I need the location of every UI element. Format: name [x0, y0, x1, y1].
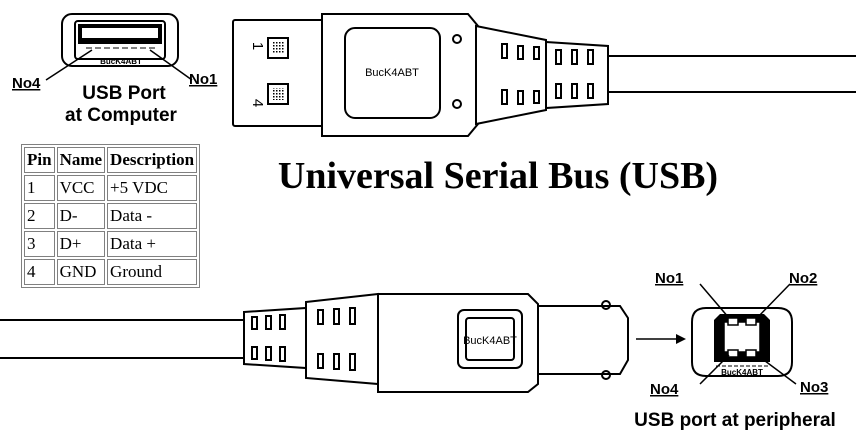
- table-row: 4 GND Ground: [24, 259, 198, 285]
- cell-description: +5 VDC: [107, 175, 198, 201]
- periph-pin2-label: No2: [789, 270, 817, 287]
- peripheral-port-brand: BucK4ABT: [721, 368, 763, 377]
- cell-pin: 4: [24, 259, 55, 285]
- usb-a-plug: [232, 13, 856, 137]
- plug-a-contact-4: [272, 88, 284, 100]
- cell-description: Data -: [107, 203, 198, 229]
- periph-pin2-leader: [756, 283, 791, 319]
- host-port-caption-1: USB Port: [82, 83, 166, 104]
- col-header-name: Name: [56, 147, 106, 173]
- host-pin1-label: No1: [189, 71, 217, 88]
- cell-name: D+: [56, 231, 106, 257]
- plug-a-contact-1: [272, 42, 284, 54]
- peripheral-usb-port: [691, 307, 793, 377]
- table-row: 3 D+ Data +: [24, 231, 198, 257]
- arrow-right-icon: [636, 334, 686, 344]
- col-header-description: Description: [107, 147, 198, 173]
- cell-description: Data +: [107, 231, 198, 257]
- periph-pin1-leader: [699, 283, 730, 319]
- pinout-table: Pin Name Description 1 VCC +5 VDC 2 D- D…: [21, 144, 201, 288]
- pinout-header-row: Pin Name Description: [24, 147, 198, 173]
- plug-a-brand: BucK4ABT: [365, 67, 419, 79]
- cell-description: Ground: [107, 259, 198, 285]
- cell-name: GND: [56, 259, 106, 285]
- periph-pin4-label: No4: [650, 381, 679, 398]
- table-row: 1 VCC +5 VDC: [24, 175, 198, 201]
- periph-pin3-label: No3: [800, 379, 828, 396]
- table-row: 2 D- Data -: [24, 203, 198, 229]
- cell-name: VCC: [56, 175, 106, 201]
- usb-b-plug: [0, 292, 629, 393]
- periph-pin4-leader: [699, 354, 730, 385]
- col-header-pin: Pin: [24, 147, 55, 173]
- cell-pin: 2: [24, 203, 55, 229]
- peripheral-port-caption: USB port at peripheral: [634, 410, 836, 431]
- cell-pin: 1: [24, 175, 55, 201]
- host-pin4-label: No4: [12, 75, 41, 92]
- cell-pin: 3: [24, 231, 55, 257]
- plug-b-brand: BucK4ABT: [463, 335, 517, 347]
- page-title: Universal Serial Bus (USB): [278, 155, 718, 197]
- periph-pin3-leader: [756, 354, 797, 385]
- host-port-caption-2: at Computer: [65, 105, 178, 126]
- plug-a-pin-1-label: 1: [249, 42, 266, 50]
- host-pin4-leader: [45, 49, 93, 81]
- plug-a-pin-4-label: 4: [249, 99, 266, 107]
- host-pin1-leader: [149, 49, 193, 81]
- cell-name: D-: [56, 203, 106, 229]
- periph-pin1-label: No1: [655, 270, 683, 287]
- host-usb-port: [61, 13, 179, 67]
- host-port-brand: BucK4ABT: [100, 57, 142, 66]
